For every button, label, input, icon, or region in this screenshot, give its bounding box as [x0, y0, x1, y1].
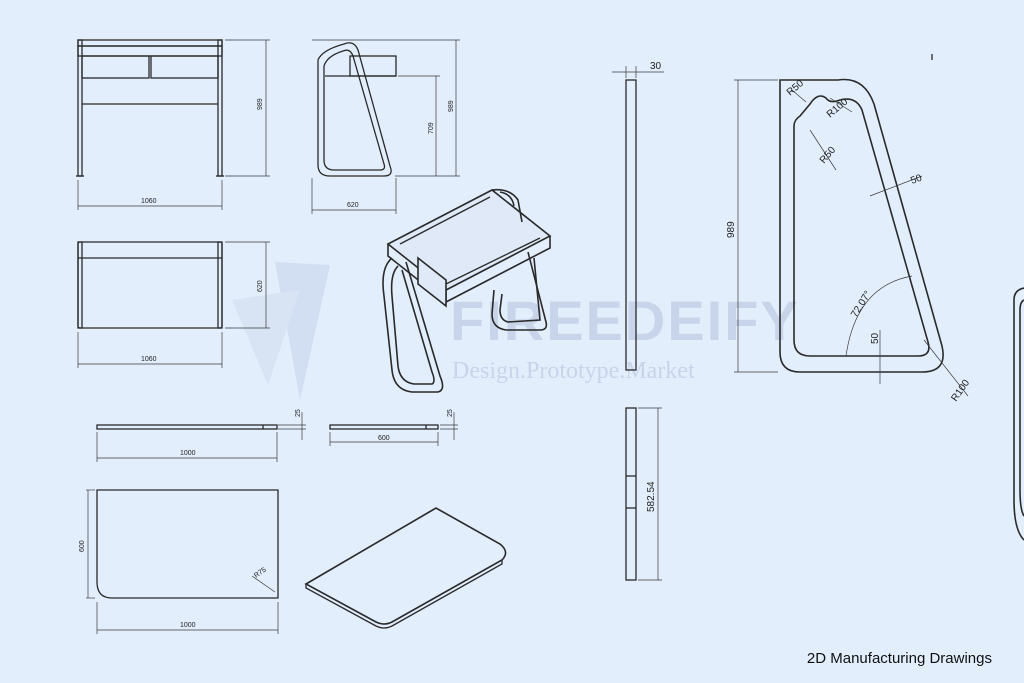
dim-bar-length: 582.54 [646, 481, 657, 512]
dim-frame-radius-inner: R50 [818, 144, 839, 165]
watermark-logo-shape-icon [232, 290, 300, 385]
dim-frame-angle: 72.07° [849, 289, 874, 319]
dim-frame-tube-width: 50 [909, 173, 924, 187]
watermark: FIREEDEIFY Design.Prototype.Market [232, 262, 800, 400]
dim-side-width: 620 [347, 202, 359, 209]
vertical-bar: 30 [612, 61, 664, 371]
dim-panel-width: 1000 [180, 622, 196, 629]
side-view: 989 709 620 [311, 39, 460, 214]
panel-isometric [304, 507, 507, 629]
partial-drawing-edge [1013, 287, 1024, 541]
dim-frame-height: 989 [726, 221, 737, 238]
dim-side-height-inner: 709 [428, 122, 435, 134]
dim-board-thickness-a: 25 [295, 409, 302, 417]
dim-board-length-b: 600 [378, 435, 390, 442]
dim-panel-radius: R75 [253, 566, 268, 579]
board-short: 25 600 [329, 409, 458, 446]
dim-front-height: 989 [257, 98, 264, 110]
dim-frame-bottom-offset: 50 [870, 332, 881, 344]
caption: 2D Manufacturing Drawings [806, 650, 992, 667]
dim-side-height-total: 989 [448, 100, 455, 112]
dim-panel-depth: 600 [79, 540, 86, 552]
dim-frame-radius-top-small: R50 [785, 78, 806, 99]
dim-top-depth: 620 [257, 280, 264, 292]
dim-board-length-a: 1000 [180, 450, 196, 457]
dim-frame-radius-bottom: R100 [949, 377, 972, 403]
front-view: 989 1060 [76, 39, 270, 210]
board-long: 25 1000 [96, 409, 306, 462]
dim-board-thickness-b: 25 [447, 409, 454, 417]
dim-front-width: 1060 [141, 198, 157, 205]
watermark-tagline: Design.Prototype.Market [452, 358, 695, 384]
panel-flat: R75 600 1000 [79, 489, 279, 634]
dim-top-width: 1060 [141, 356, 157, 363]
dim-bar-width: 30 [650, 61, 662, 72]
bar-segment: 582.54 [625, 407, 662, 581]
top-view: 620 1060 [77, 241, 270, 368]
isometric-desk [382, 188, 552, 393]
watermark-brand: FIREEDEIFY [450, 289, 800, 352]
